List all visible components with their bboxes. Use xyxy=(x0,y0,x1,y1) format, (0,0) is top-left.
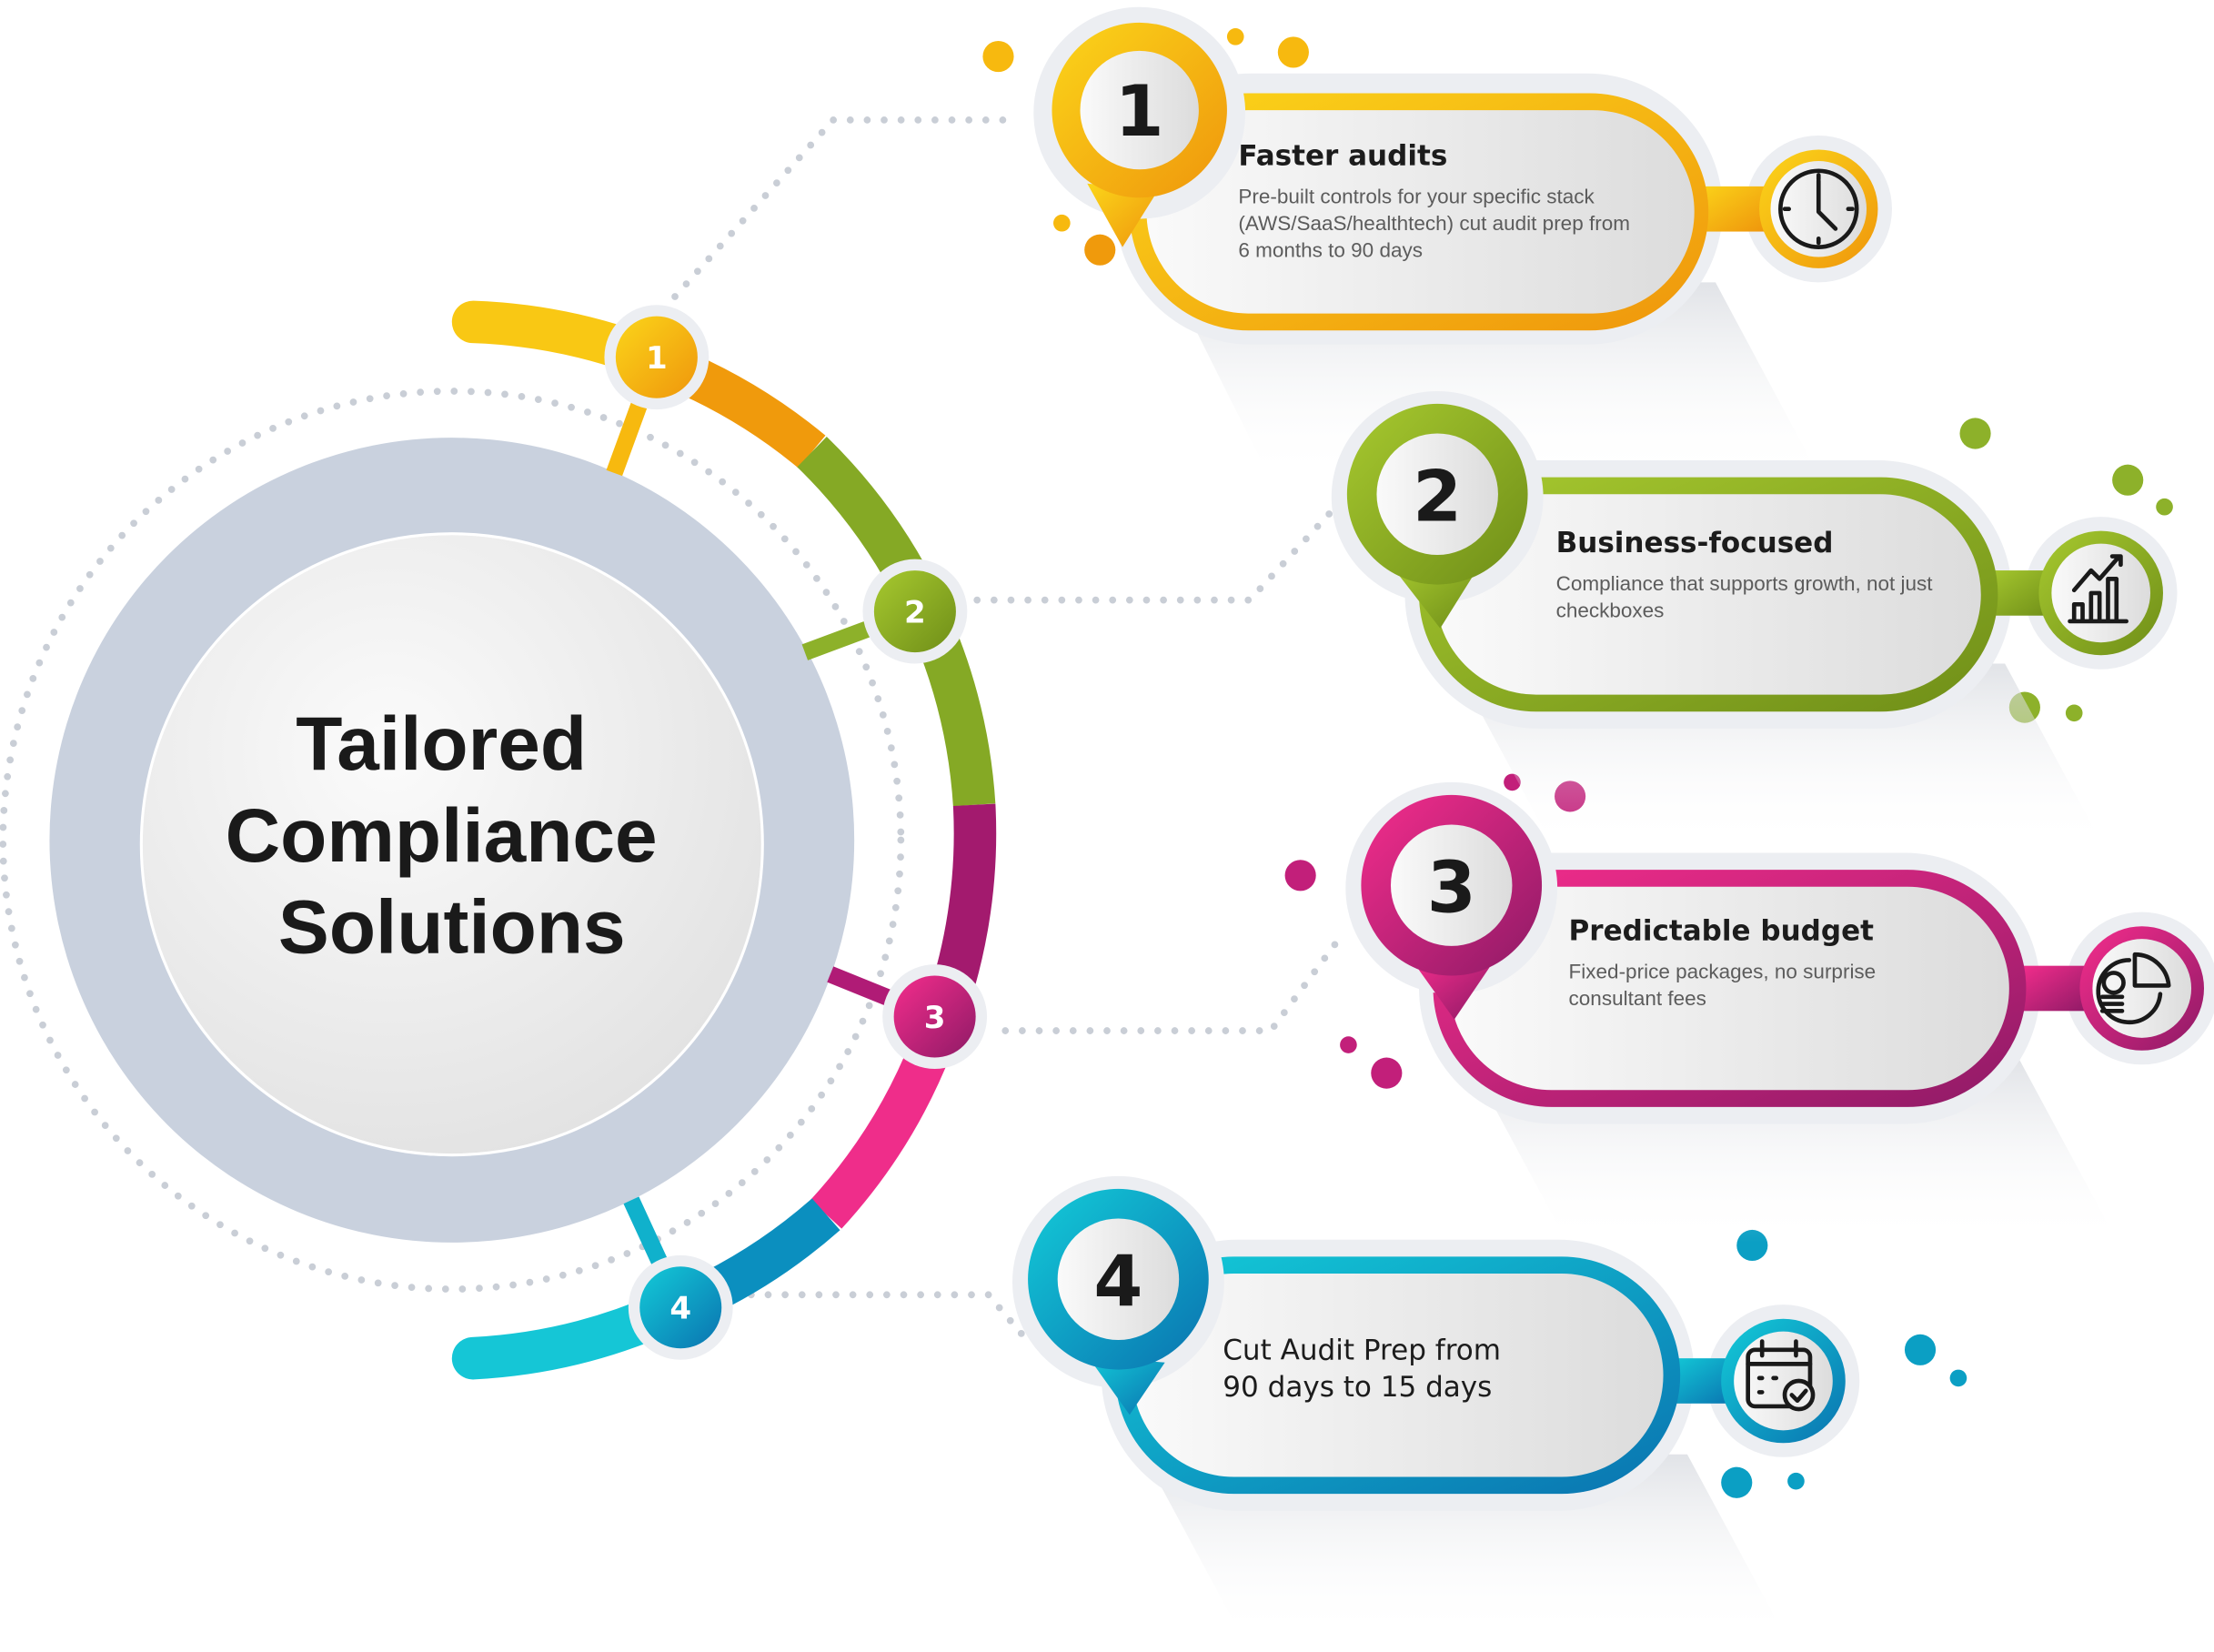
connector-3 xyxy=(1001,928,1348,1034)
svg-text:Fixed-price packages, no surpr: Fixed-price packages, no surprise consult… xyxy=(1569,961,1877,1010)
svg-text:Compliance that supports growt: Compliance that supports growth, not jus… xyxy=(1556,572,1934,621)
svg-text:Pre-built controls for your sp: Pre-built controls for your specific sta… xyxy=(1238,186,1630,262)
step-desc-1-line-3: 6 months to 90 days xyxy=(1238,238,1423,261)
center-title-line-3: Solutions xyxy=(278,884,626,970)
connector-2 xyxy=(973,504,1338,604)
svg-text:2: 2 xyxy=(904,594,926,630)
step-number-4: 4 xyxy=(1093,1242,1142,1324)
step-desc-1-line-2: (AWS/SaaS/healthtech) cut audit prep fro… xyxy=(1238,212,1630,235)
clock-icon xyxy=(1778,168,1859,249)
step-title-2: Business-focused xyxy=(1556,527,1834,559)
step-card-3: 3 Predictable budget Fixed-price package… xyxy=(1345,781,2214,1243)
connector-1 xyxy=(671,116,1013,300)
step-number-1: 1 xyxy=(1115,71,1164,153)
growth-chart-icon xyxy=(2068,554,2128,624)
step-desc-3-line-2: consultant fees xyxy=(1569,987,1706,1010)
svg-text:Tailored Compliance So: Tailored Compliance Solutions xyxy=(226,700,679,970)
step-title-1: Faster audits xyxy=(1238,140,1447,173)
step-title-4-line-1: Cut Audit Prep from xyxy=(1223,1335,1501,1367)
budget-pie-icon xyxy=(2096,952,2171,1025)
step-number-3: 3 xyxy=(1427,848,1476,930)
step-desc-1-line-1: Pre-built controls for your specific sta… xyxy=(1238,186,1595,208)
center-disc xyxy=(139,532,764,1157)
center-title-line-1: Tailored xyxy=(296,700,587,786)
svg-text:4: 4 xyxy=(669,1291,691,1327)
arc-badge-4: 4 xyxy=(628,1254,733,1360)
arc-badge-3: 3 xyxy=(882,964,988,1069)
step-number-2: 2 xyxy=(1413,457,1462,539)
step-card-2: 2 Business-focused Compliance that suppo… xyxy=(1331,390,2178,848)
svg-text:1: 1 xyxy=(646,340,668,377)
step-title-3: Predictable budget xyxy=(1569,915,1875,948)
step-desc-2-line-2: checkboxes xyxy=(1556,599,1665,621)
step-card-1: 1 Faster audits Pre-built controls for y… xyxy=(1033,6,1892,480)
step-card-4: 4 Cut Audit Prep from 90 days to 15 days xyxy=(1012,1175,1860,1638)
dotted-ring xyxy=(0,388,905,1293)
arc-badge-2: 2 xyxy=(862,559,968,664)
calendar-check-icon xyxy=(1746,1339,1816,1412)
arc-segment-pink xyxy=(810,1036,952,1229)
step-desc-3-line-1: Fixed-price packages, no surprise xyxy=(1569,961,1877,983)
svg-text:3: 3 xyxy=(924,1000,946,1036)
step-desc-2-line-1: Compliance that supports growth, not jus… xyxy=(1556,572,1934,595)
step-title-4-line-2: 90 days to 15 days xyxy=(1223,1371,1492,1404)
connector-4 xyxy=(747,1291,1032,1345)
center-title-line-2: Compliance xyxy=(226,792,658,878)
arc-badge-1: 1 xyxy=(604,305,709,410)
